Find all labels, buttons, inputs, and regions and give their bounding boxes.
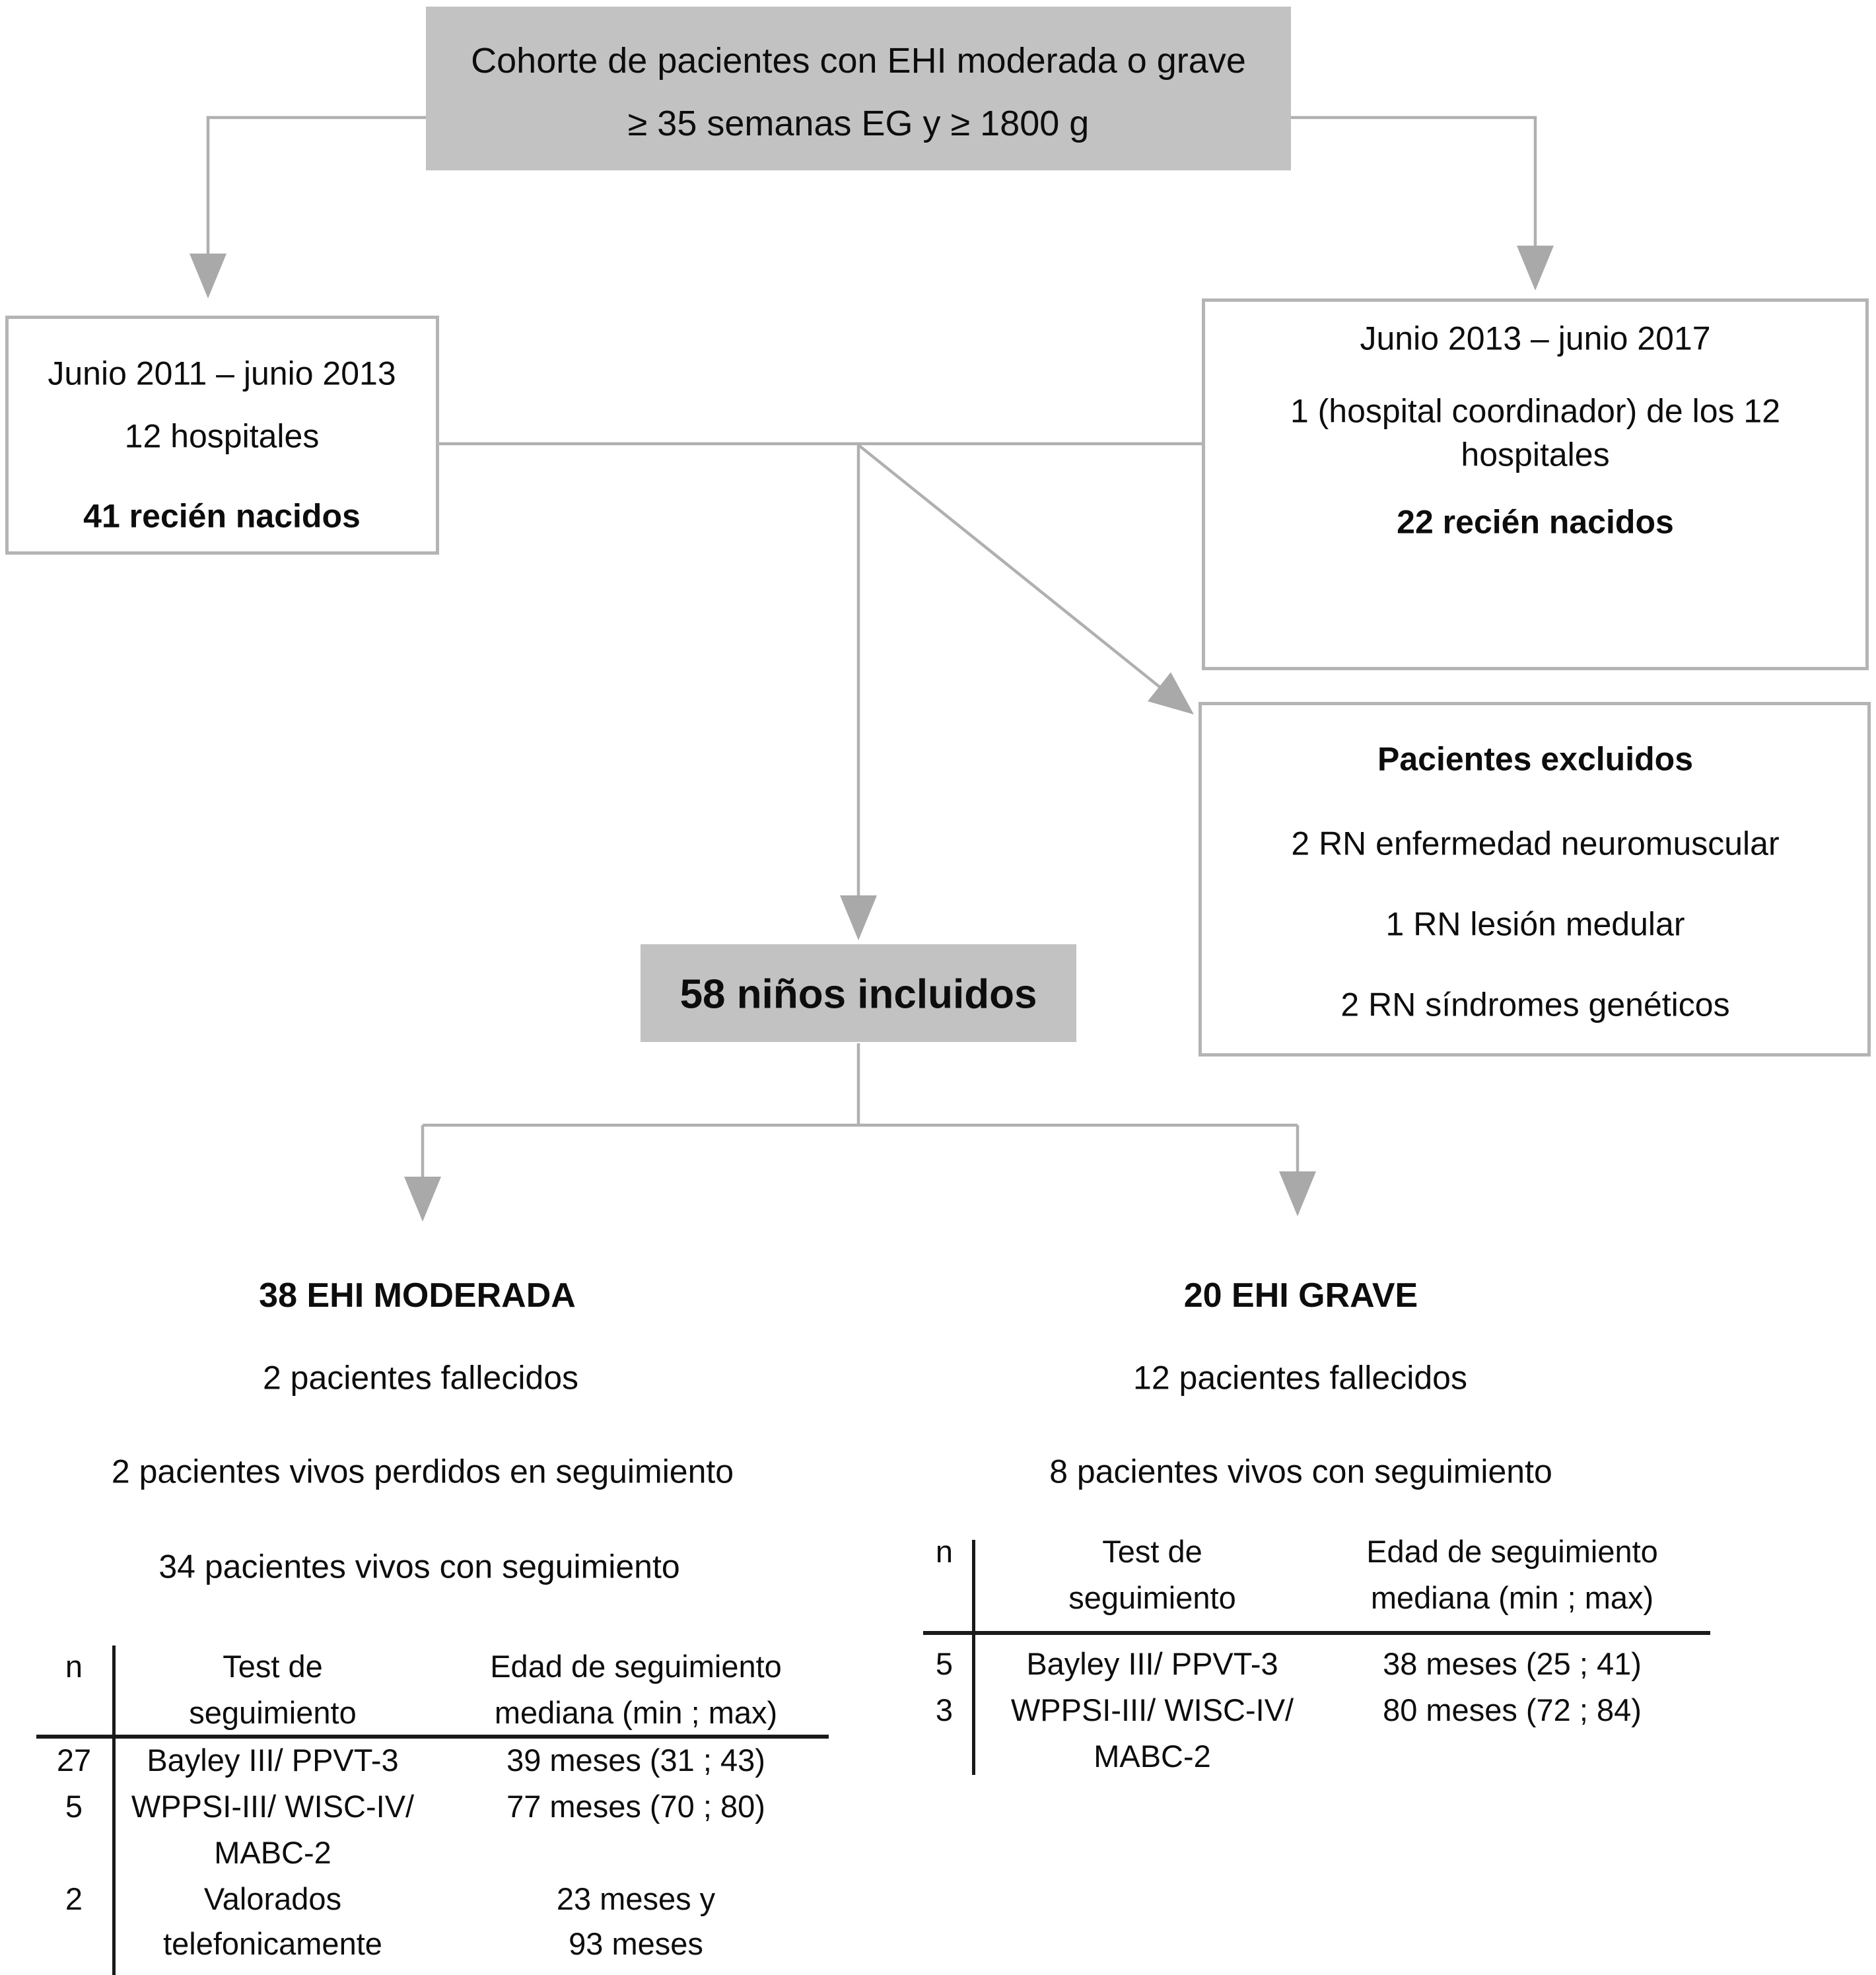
cohort-box: [426, 7, 1291, 170]
arrowhead-down-icon: [840, 895, 877, 940]
arrowhead-down-icon: [404, 1177, 441, 1222]
moderada-row1-test: Bayley III/ PPVT-3: [147, 1742, 399, 1778]
arrowhead-down-icon: [1279, 1171, 1316, 1216]
moderada-col-n: n: [65, 1648, 83, 1684]
period-2011-dates: Junio 2011 – junio 2013: [48, 355, 396, 392]
grave-row2-n: 3: [935, 1692, 954, 1727]
period-2013-hospitals-2: hospitales: [1461, 436, 1610, 473]
excluded-item-3: 2 RN síndromes genéticos: [1340, 986, 1730, 1023]
moderada-deceased: 2 pacientes fallecidos: [262, 1359, 579, 1397]
moderada-followed: 34 pacientes vivos con seguimiento: [158, 1548, 680, 1585]
grave-row2-test-1: WPPSI-III/ WISC-IV/: [1010, 1692, 1294, 1727]
connector-top-right: [1291, 116, 1537, 247]
connector-branches: [421, 1043, 1300, 1178]
grave-col-test-2: seguimiento: [1068, 1579, 1236, 1615]
connector-diagonal-excluded: [857, 444, 1162, 689]
grave-row2-age: 80 meses (72 ; 84): [1383, 1692, 1642, 1727]
moderada-table-divider: [112, 1646, 116, 1975]
moderada-row2-age: 77 meses (70 ; 80): [506, 1788, 765, 1824]
grave-header: 20 EHI GRAVE: [1183, 1276, 1418, 1315]
arrowhead-diagonal-icon: [1148, 672, 1194, 714]
moderada-row3-n: 2: [65, 1881, 83, 1916]
grave-col-age-2: mediana (min ; max): [1370, 1579, 1654, 1615]
moderada-col-age-2: mediana (min ; max): [494, 1694, 778, 1730]
period-2011-box: [5, 316, 439, 555]
grave-table-divider: [972, 1540, 975, 1775]
moderada-col-age-1: Edad de seguimiento: [490, 1648, 782, 1684]
excluded-title: Pacientes excluidos: [1377, 740, 1694, 778]
arrowhead-down-icon: [1517, 246, 1554, 291]
moderada-row1-n: 27: [56, 1742, 92, 1778]
cohort-line-1: Cohorte de pacientes con EHI moderada o …: [471, 40, 1246, 81]
moderada-row2-test-1: WPPSI-III/ WISC-IV/: [131, 1788, 415, 1824]
grave-col-age-1: Edad de seguimiento: [1366, 1533, 1658, 1569]
connector-top-left: [206, 116, 432, 255]
grave-row1-age: 38 meses (25 ; 41): [1383, 1646, 1642, 1681]
excluded-item-1: 2 RN enfermedad neuromuscular: [1291, 825, 1780, 862]
excluded-item-2: 1 RN lesión medular: [1385, 905, 1685, 943]
grave-col-test-1: Test de: [1102, 1533, 1202, 1569]
period-2013-dates: Junio 2013 – junio 2017: [1360, 320, 1711, 357]
grave-deceased: 12 pacientes fallecidos: [1133, 1359, 1467, 1397]
arrowhead-down-icon: [190, 254, 226, 298]
grave-table-header-rule: [923, 1631, 1710, 1635]
period-2013-box: [1202, 298, 1869, 670]
moderada-row3-test-2: telefonicamente: [163, 1925, 382, 1961]
grave-row2-test-2: MABC-2: [1094, 1738, 1211, 1774]
moderada-row2-n: 5: [65, 1788, 83, 1824]
moderada-row3-age-1: 23 meses y: [556, 1881, 716, 1916]
moderada-row1-age: 39 meses (31 ; 43): [506, 1742, 765, 1778]
period-2013-newborns: 22 recién nacidos: [1397, 503, 1674, 541]
grave-row1-n: 5: [935, 1646, 954, 1681]
grave-row1-test: Bayley III/ PPVT-3: [1026, 1646, 1278, 1681]
moderada-col-test-2: seguimiento: [189, 1694, 357, 1730]
moderada-row3-test-1: Valorados: [203, 1881, 342, 1916]
moderada-col-test-1: Test de: [223, 1648, 323, 1684]
moderada-lost: 2 pacientes vivos perdidos en seguimient…: [111, 1453, 734, 1490]
grave-col-n: n: [935, 1533, 954, 1569]
excluded-box: [1199, 702, 1871, 1057]
cohort-line-2: ≥ 35 semanas EG y ≥ 1800 g: [627, 103, 1090, 143]
moderada-header: 38 EHI MODERADA: [259, 1276, 576, 1315]
period-2011-hospitals: 12 hospitales: [124, 417, 320, 455]
period-2011-newborns: 41 recién nacidos: [83, 497, 361, 535]
included-box: [641, 944, 1076, 1042]
period-2013-hospitals-1: 1 (hospital coordinador) de los 12: [1290, 392, 1781, 430]
included-label: 58 niños incluidos: [679, 971, 1037, 1018]
moderada-row3-age-2: 93 meses: [569, 1925, 703, 1961]
moderada-row2-test-2: MABC-2: [214, 1834, 331, 1870]
moderada-table-header-rule: [36, 1735, 829, 1739]
grave-followed: 8 pacientes vivos con seguimiento: [1049, 1453, 1552, 1490]
